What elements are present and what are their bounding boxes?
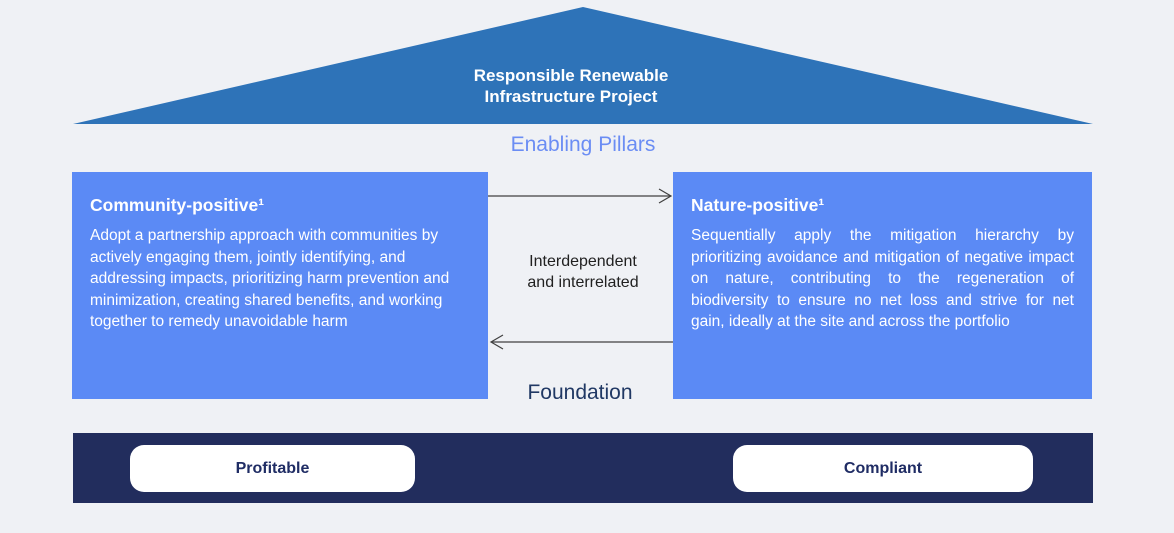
pillar-nature-title: Nature-positive¹ [691,195,825,215]
pillar-nature-positive: Nature-positive¹ Sequentially apply the … [673,172,1092,399]
pillar-community-body: Adopt a partnership approach with commun… [90,227,450,330]
left-arrow [489,334,673,350]
enabling-pillars-label: Enabling Pillars [510,133,656,156]
roof-triangle [73,7,1093,124]
foundation-bar: Profitable Compliant [73,433,1093,503]
roof-title-line2: Infrastructure Project [484,87,658,106]
right-arrow [488,188,673,204]
connector-label: Interdependent and interrelated [527,251,638,293]
pillar-nature-body: Sequentially apply the mitigation hierar… [691,227,1074,330]
pillar-community-positive: Community-positive¹ Adopt a partnership … [72,172,488,399]
roof-title-line1: Responsible Renewable [473,66,669,85]
foundation-label: Foundation [527,381,633,404]
pill-profitable-label: Profitable [235,459,310,477]
pillar-community-title: Community-positive¹ [90,195,265,215]
pill-profitable: Profitable [130,445,415,492]
connector-label-line2: and interrelated [527,274,639,291]
pill-compliant: Compliant [733,445,1033,492]
roof-title: Responsible Renewable Infrastructure Pro… [474,65,669,107]
pill-compliant-label: Compliant [843,459,923,477]
connector-label-line1: Interdependent [529,253,637,270]
